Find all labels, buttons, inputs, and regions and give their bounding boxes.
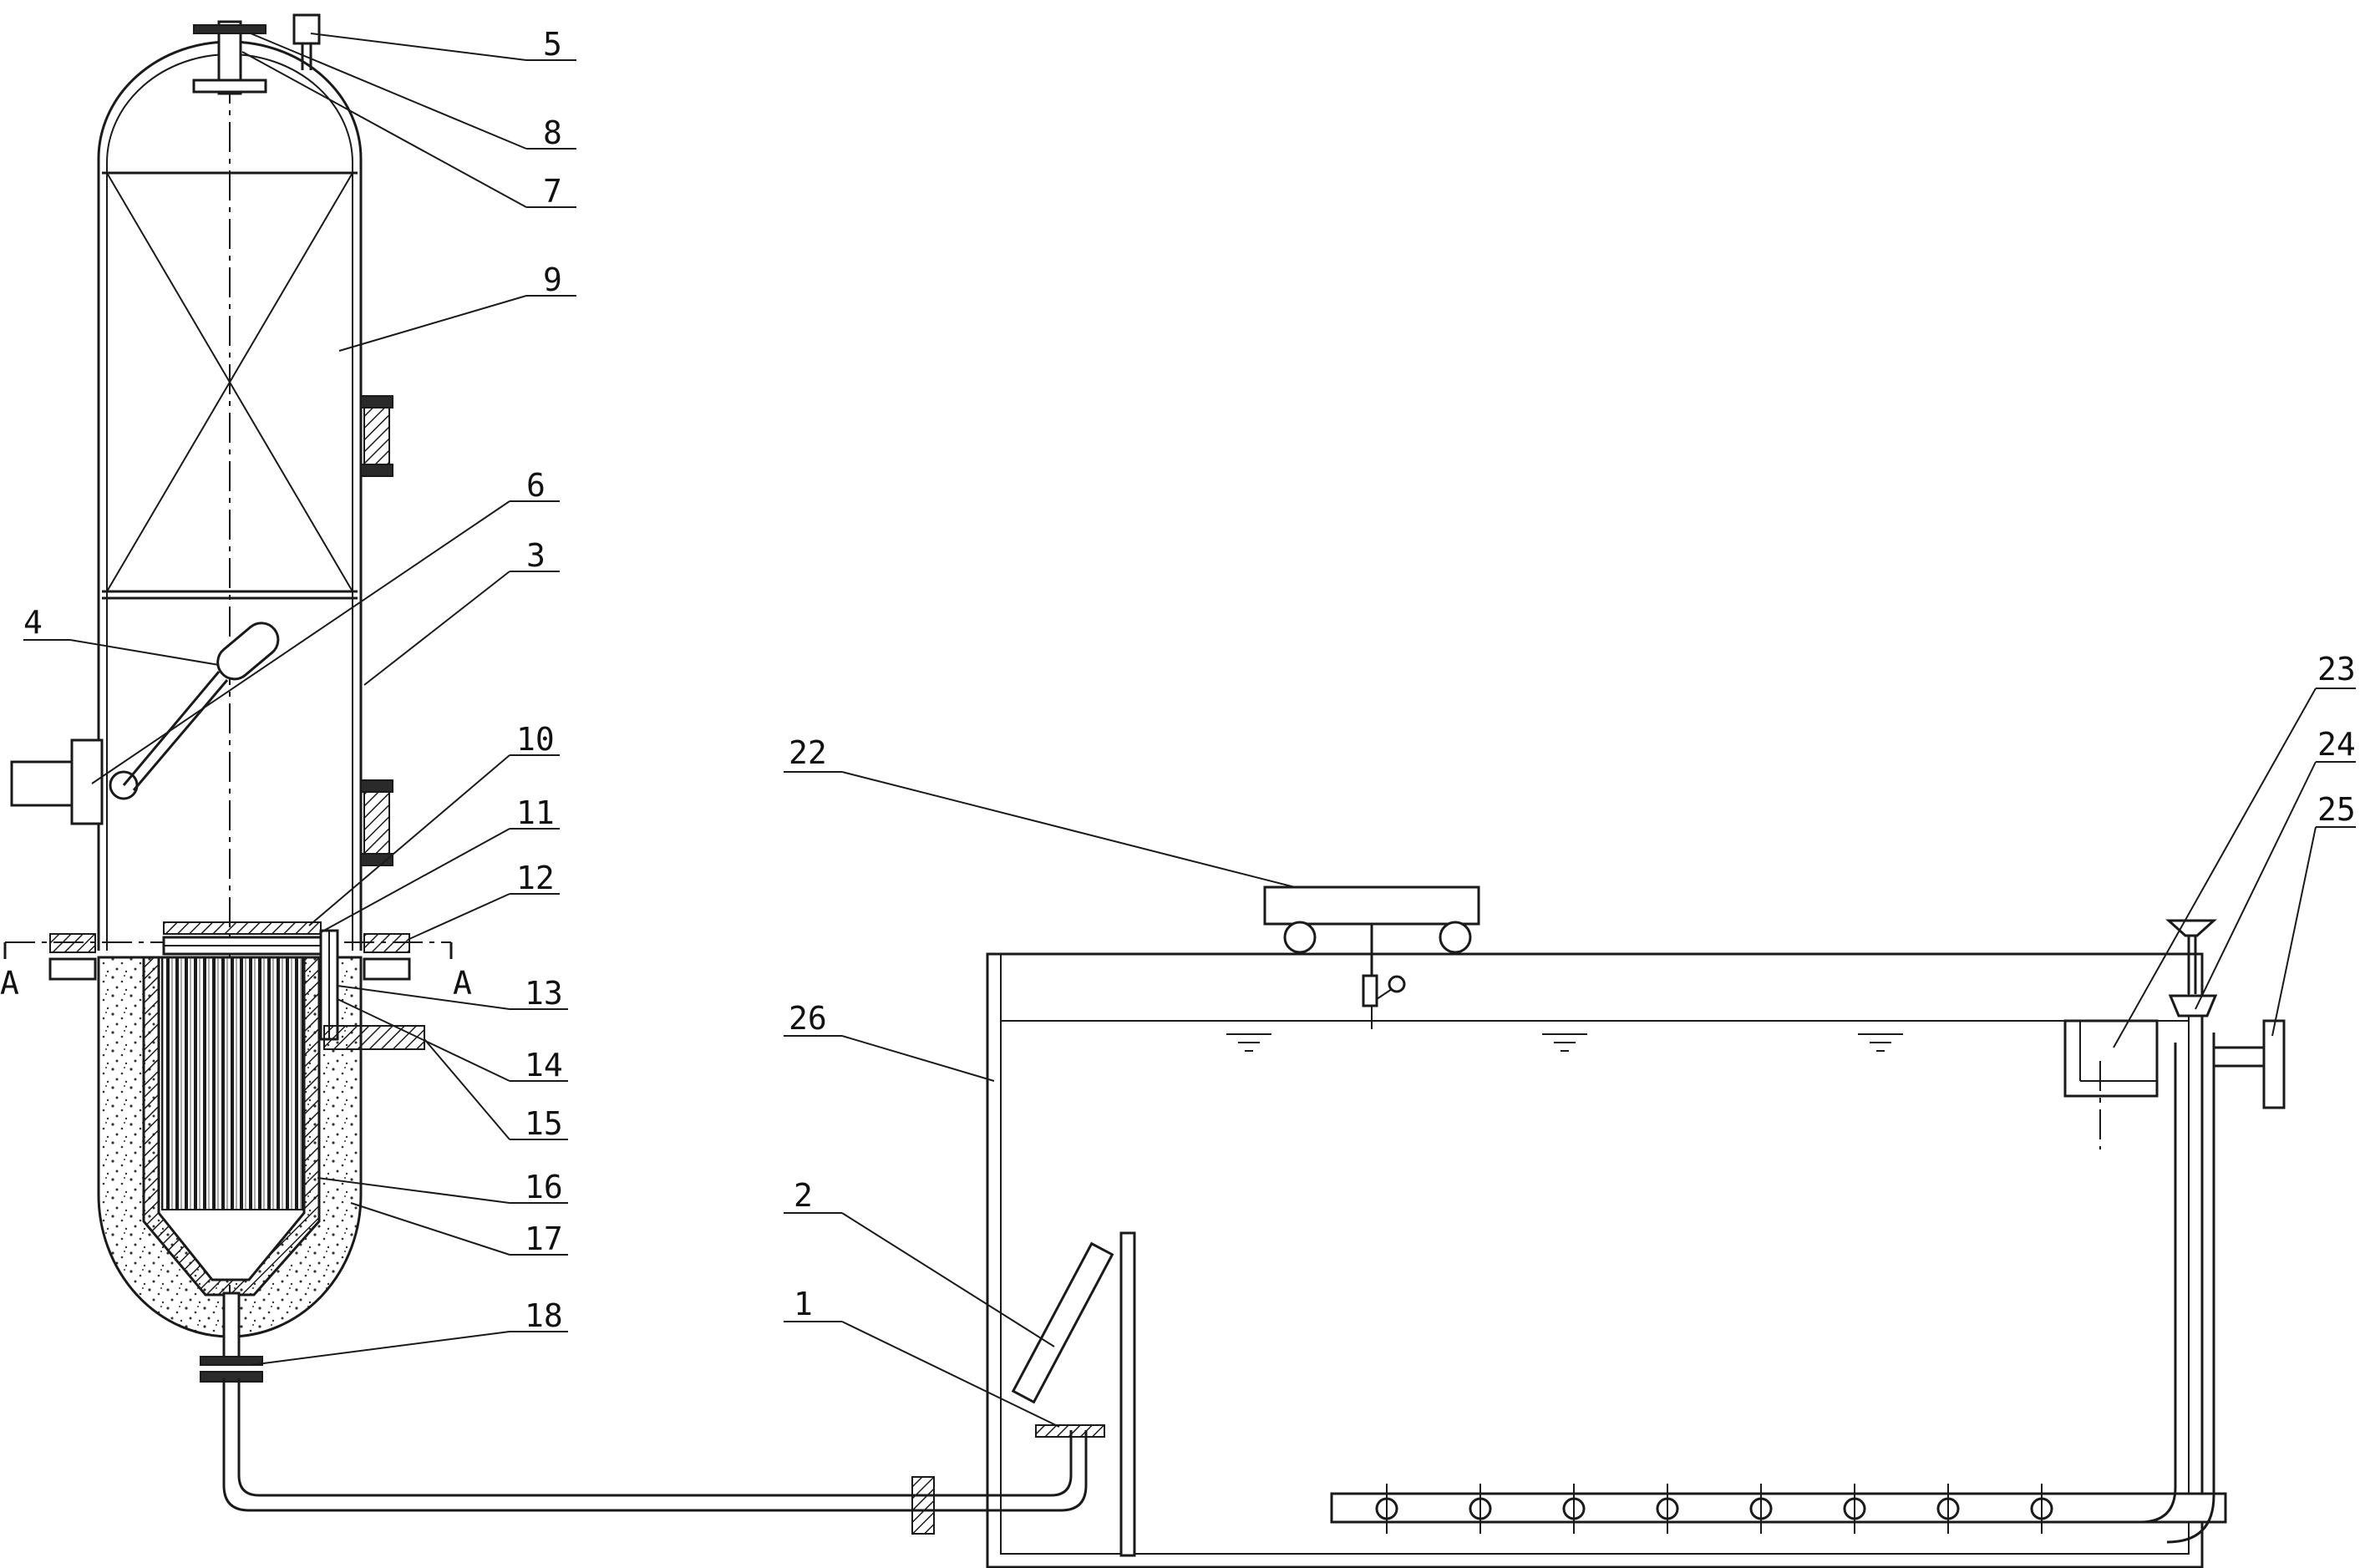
callout-label-4: 4: [23, 604, 43, 641]
callout-label-13: 13: [525, 975, 563, 1012]
callout-label-12: 12: [516, 860, 555, 896]
aeration-holes: [1375, 1484, 2053, 1534]
connecting-pipe: [222, 1378, 1105, 1535]
callout-label-6: 6: [526, 467, 546, 504]
callout-label-15: 15: [525, 1105, 563, 1142]
section-mark-right: A: [453, 965, 472, 1002]
callout-label-2: 2: [794, 1177, 813, 1214]
trolley: [1263, 885, 1480, 1029]
callout-label-22: 22: [789, 734, 827, 771]
callout-label-18: 18: [525, 1297, 563, 1334]
callout-label-8: 8: [543, 114, 562, 151]
callout-label-16: 16: [525, 1169, 563, 1205]
callout-numbers: 5 8 7 9 6 3 4 10 11 12 13 14 15 16 17 18…: [23, 26, 2356, 1334]
section-mark-left: A: [0, 965, 19, 1002]
callout-label-9: 9: [543, 261, 562, 298]
callout-label-25: 25: [2317, 791, 2356, 828]
callout-label-17: 17: [525, 1220, 563, 1257]
callout-label-23: 23: [2317, 651, 2356, 688]
callout-leaders: [23, 33, 2356, 1428]
callout-label-10: 10: [516, 721, 555, 758]
water-tank: [986, 919, 2286, 1568]
callout-label-11: 11: [516, 794, 555, 831]
callout-label-24: 24: [2317, 726, 2356, 763]
callout-label-7: 7: [543, 173, 562, 210]
callout-label-3: 3: [526, 537, 546, 574]
callout-label-1: 1: [794, 1286, 813, 1322]
callout-label-5: 5: [543, 26, 562, 63]
callout-label-26: 26: [789, 1000, 827, 1037]
reactor-column: [3, 13, 453, 1383]
callout-label-14: 14: [525, 1047, 563, 1083]
water-level-marks: [1226, 1033, 1903, 1052]
